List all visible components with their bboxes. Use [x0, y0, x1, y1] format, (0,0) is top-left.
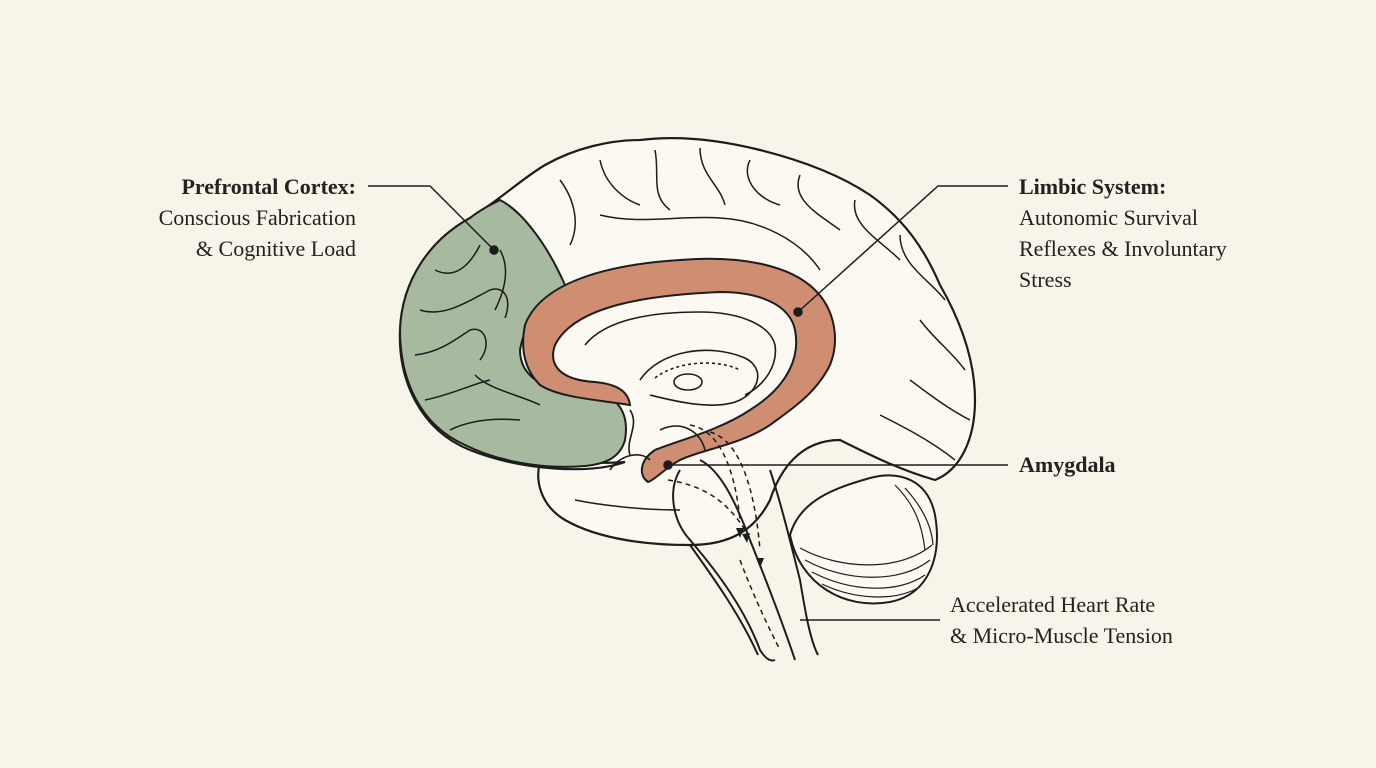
limbic-line-3: Stress	[1019, 267, 1072, 292]
prefrontal-label: Prefrontal Cortex: Conscious Fabrication…	[159, 171, 356, 264]
body-response-line-2: & Micro-Muscle Tension	[950, 623, 1173, 648]
prefrontal-title: Prefrontal Cortex:	[181, 174, 356, 199]
arrowheads	[736, 528, 764, 568]
prefrontal-dot	[489, 245, 499, 255]
thalamus-spot	[673, 373, 703, 391]
gyri	[414, 147, 971, 511]
limbic-title: Limbic System:	[1019, 174, 1167, 199]
limbic-line-2: Reflexes & Involuntary	[1019, 236, 1227, 261]
limbic-leader	[797, 185, 1008, 313]
limbic-band	[522, 257, 836, 484]
amygdala-dot	[663, 460, 673, 470]
limbic-dot	[793, 307, 803, 317]
prefrontal-line-2: & Cognitive Load	[195, 236, 356, 261]
signal-arrows	[667, 424, 781, 651]
inner-structures	[584, 311, 777, 471]
leader-dots	[489, 245, 803, 470]
leader-lines	[368, 185, 1008, 621]
brainstem	[672, 459, 819, 662]
limbic-label: Limbic System: Autonomic Survival Reflex…	[1019, 171, 1227, 295]
amygdala-label: Amygdala	[1019, 449, 1116, 480]
cerebellum	[788, 474, 938, 605]
limbic-line-1: Autonomic Survival	[1019, 205, 1199, 230]
amygdala-title: Amygdala	[1019, 452, 1116, 477]
body-response-line-1: Accelerated Heart Rate	[950, 592, 1156, 617]
prefrontal-line-1: Conscious Fabrication	[158, 205, 356, 230]
prefrontal-leader	[368, 185, 495, 251]
body-response-label: Accelerated Heart Rate & Micro-Muscle Te…	[950, 589, 1173, 651]
